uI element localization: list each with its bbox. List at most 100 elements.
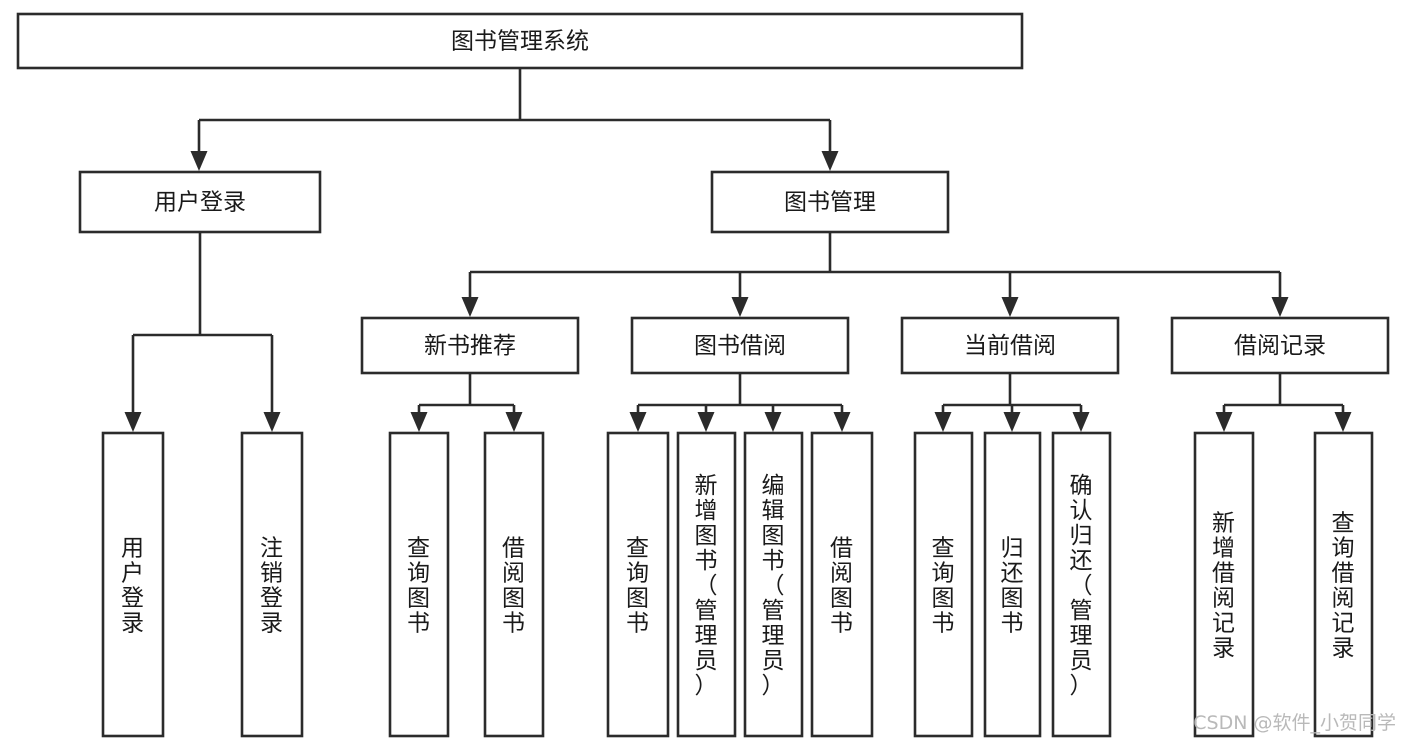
node-label-char: 还 xyxy=(1001,561,1025,587)
node-label-char: 书 xyxy=(1001,611,1025,637)
node-label-char: 书 xyxy=(502,611,526,637)
connector-layer xyxy=(124,68,1352,432)
node-label-char: ） xyxy=(695,673,719,699)
node-label-char: 记 xyxy=(1332,611,1356,637)
connector-current-borrow-to-leaves xyxy=(934,373,1090,432)
node-label-char: 阅 xyxy=(1332,586,1356,612)
csdn-watermark: CSDN @软件_小贺同学 xyxy=(1193,712,1396,734)
node-label-char: 登 xyxy=(260,586,284,612)
node-label-char: 书 xyxy=(695,548,719,574)
node-layer: 图书管理系统用户登录图书管理新书推荐图书借阅当前借阅借阅记录用户登录注销登录查询… xyxy=(16,12,1390,738)
arrow-head-icon xyxy=(764,412,782,432)
node-label-char: 归 xyxy=(1070,523,1094,549)
node-level2-2[interactable]: 当前借阅 xyxy=(900,316,1120,375)
node-label-char: 认 xyxy=(1070,498,1094,524)
node-label-char: 图 xyxy=(407,586,431,612)
node-label: 借阅记录 xyxy=(1234,333,1326,359)
node-label-char: 注 xyxy=(260,536,284,562)
arrow-head-icon xyxy=(629,412,647,432)
arrow-head-icon xyxy=(1072,412,1090,432)
node-label-char: 销 xyxy=(260,561,284,587)
node-level2-0[interactable]: 新书推荐 xyxy=(360,316,580,375)
node-label-char: 书 xyxy=(830,611,854,637)
node-level2-1[interactable]: 图书借阅 xyxy=(630,316,850,375)
arrow-head-icon xyxy=(934,412,952,432)
node-label-char: 员 xyxy=(695,648,719,674)
node-label-char: 员 xyxy=(1070,648,1094,674)
node-label-char: 增 xyxy=(1212,536,1236,562)
node-label-char: 录 xyxy=(121,611,145,637)
node-label-char: 询 xyxy=(626,561,650,587)
arrow-head-icon xyxy=(1001,297,1019,317)
node-label-char: 图 xyxy=(762,523,786,549)
node-label-char: 理 xyxy=(695,623,719,649)
node-label-char: 借 xyxy=(1212,561,1236,587)
node-label-char: 新 xyxy=(1212,511,1236,537)
node-label-char: 查 xyxy=(1332,511,1356,537)
node-label-char: 员 xyxy=(762,648,786,674)
node-label-char: 图 xyxy=(502,586,526,612)
arrow-head-icon xyxy=(821,151,839,171)
node-label-char: 阅 xyxy=(830,561,854,587)
node-label-char: 图 xyxy=(626,586,650,612)
arrow-head-icon xyxy=(410,412,428,432)
node-label-char: 确 xyxy=(1070,473,1094,499)
node-label-char: 询 xyxy=(1332,536,1356,562)
node-label-char: 增 xyxy=(695,498,719,524)
node-level1-1[interactable]: 图书管理 xyxy=(710,170,950,234)
node-label-char: 借 xyxy=(830,536,854,562)
arrow-head-icon xyxy=(731,297,749,317)
connector-book-mgmt-to-level2 xyxy=(461,232,1289,317)
node-label-char: 询 xyxy=(932,561,956,587)
node-level2-3[interactable]: 借阅记录 xyxy=(1170,316,1390,375)
node-label-char: 管 xyxy=(695,598,719,624)
node-label-char: 录 xyxy=(1212,636,1236,662)
connector-borrow-record-to-leaves xyxy=(1215,373,1352,432)
node-level1-0[interactable]: 用户登录 xyxy=(78,170,322,234)
node-label-char: 录 xyxy=(260,611,284,637)
node-label-char: （ xyxy=(762,573,786,599)
node-root-system[interactable]: 图书管理系统 xyxy=(16,12,1024,70)
node-label: 图书管理 xyxy=(784,190,876,216)
node-label-char: 管 xyxy=(1070,598,1094,624)
node-label-char: 图 xyxy=(1001,586,1025,612)
node-label-char: 用 xyxy=(121,536,145,562)
node-label-char: 书 xyxy=(932,611,956,637)
node-label: 当前借阅 xyxy=(964,333,1056,359)
node-label-char: （ xyxy=(1070,573,1094,599)
arrow-head-icon xyxy=(461,297,479,317)
node-label-char: 记 xyxy=(1212,611,1236,637)
node-leaf-0[interactable]: 用户登录 xyxy=(101,431,165,738)
connector-root-to-level1 xyxy=(190,68,839,171)
connector-borrow-to-leaves xyxy=(629,373,851,432)
node-label-char: 理 xyxy=(1070,623,1094,649)
node-label-char: 登 xyxy=(121,586,145,612)
node-label: 用户登录 xyxy=(154,190,246,216)
node-label-char: 图 xyxy=(932,586,956,612)
node-label-char: 查 xyxy=(407,536,431,562)
arrow-head-icon xyxy=(1215,412,1233,432)
node-label-char: 户 xyxy=(121,561,145,587)
node-label-char: 借 xyxy=(502,536,526,562)
connector-new-book-to-leaves xyxy=(410,373,523,432)
node-label-char: 编 xyxy=(762,473,786,499)
arrow-head-icon xyxy=(697,412,715,432)
node-label-char: 理 xyxy=(762,623,786,649)
arrow-head-icon xyxy=(1334,412,1352,432)
node-label-char: 借 xyxy=(1332,561,1356,587)
arrow-head-icon xyxy=(833,412,851,432)
